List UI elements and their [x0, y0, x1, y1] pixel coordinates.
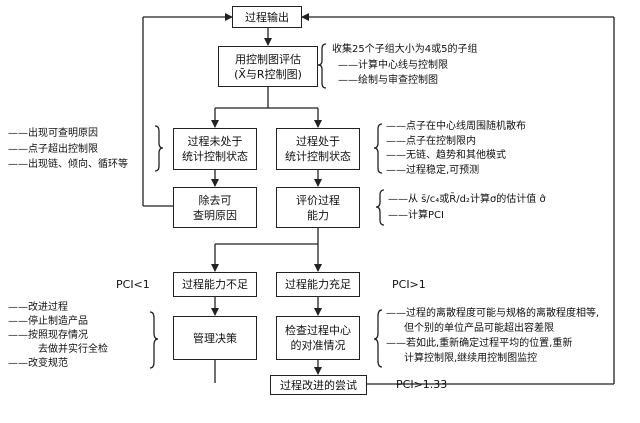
remove-causes-line1: 除去可	[198, 193, 232, 207]
management-note-3: ——按照现存情况	[8, 330, 88, 341]
insufficient-box: 过程能力不足	[173, 272, 257, 297]
not-in-control-line1: 过程未处于	[187, 135, 243, 148]
improvement-box: 过程改进的尝试	[270, 375, 367, 395]
capability-note-2: ——计算PCI	[388, 209, 444, 221]
not-in-control-note-3: ——出现链、倾向、循环等	[8, 159, 128, 170]
management-note-4: 去做并实行全检	[38, 344, 108, 355]
in-control-box: 过程处于 统计控制状态	[276, 128, 360, 170]
sufficient-label: 过程能力充足	[285, 278, 351, 291]
sufficient-box: 过程能力充足	[276, 272, 360, 297]
management-note-2: ——停止制造产品	[8, 316, 88, 327]
evaluate-capability-box: 评价过程 能力	[276, 187, 360, 228]
output-label: 过程输出	[245, 10, 289, 24]
in-control-notes: ——点子在中心线周围随机散布 ——点子在控制限内 ——无链、趋势和其他模式 ——…	[386, 120, 526, 178]
check-center-note-4: 计算控制限,继续用控制图监控	[404, 353, 538, 364]
evaluate-note-1: 收集25个子组大小为4或5的子组	[332, 44, 478, 55]
not-in-control-box: 过程未处于 统计控制状态	[173, 128, 257, 170]
evaluate-capability-line2: 能力	[307, 208, 329, 222]
pci-greater-than-1-33: PCI>1.33	[396, 378, 448, 391]
evaluate-note-2: ——计算中心线与控制限	[338, 59, 448, 71]
not-in-control-note-1: ——出现可查明原因	[8, 128, 98, 139]
not-in-control-note-2: ——点子超出控制限	[8, 143, 98, 155]
in-control-note-4: ——过程稳定,可预测	[386, 164, 480, 176]
check-center-note-2: 但个别的单位产品可能超出容差限	[404, 323, 554, 334]
output-box: 过程输出	[232, 6, 302, 28]
management-note-5: ——改变规范	[8, 358, 68, 369]
pci-less-than-1: PCI<1	[116, 278, 150, 291]
capability-note-1: ——从 s̄/c₄或R̄/d₂计算σ的估计值 σ̂	[388, 194, 546, 205]
improvement-label: 过程改进的尝试	[280, 378, 357, 392]
management-note-1: ——改进过程	[8, 302, 68, 313]
capability-notes: ——从 s̄/c₄或R̄/d₂计算σ的估计值 σ̂ ——计算PCI	[388, 192, 546, 223]
evaluate-capability-line1: 评价过程	[296, 193, 340, 207]
in-control-note-1: ——点子在中心线周围随机散布	[386, 121, 526, 132]
pci-greater-than-1: PCI>1	[392, 278, 426, 291]
management-label: 管理决策	[193, 331, 237, 345]
evaluate-box: 用控制图评估 (X̄与R控制图)	[218, 46, 318, 87]
in-control-note-3: ——无链、趋势和其他模式	[386, 150, 506, 161]
evaluate-label-line1: 用控制图评估	[235, 52, 301, 66]
not-in-control-notes: ——出现可查明原因 ——点子超出控制限 ——出现链、倾向、循环等	[8, 126, 128, 173]
management-notes: ——改进过程 ——停止制造产品 ——按照现存情况 去做并实行全检 ——改变规范	[8, 301, 108, 371]
remove-causes-line2: 查明原因	[193, 208, 237, 222]
management-box: 管理决策	[173, 316, 257, 360]
insufficient-label: 过程能力不足	[182, 278, 248, 291]
in-control-line2: 统计控制状态	[285, 150, 351, 163]
evaluate-label-line2: (X̄与R控制图)	[234, 67, 302, 81]
check-center-note-3: ——若如此,重新确定过程平均的位置,重新	[386, 338, 573, 349]
check-center-line2: 的对准情况	[290, 339, 346, 352]
check-center-note-1: ——过程的离散程度可能与规格的离散程度相等,	[386, 308, 600, 319]
evaluate-notes: 收集25个子组大小为4或5的子组 ——计算中心线与控制限 ——绘制与审查控制图	[332, 42, 477, 89]
evaluate-note-3: ——绘制与审查控制图	[338, 75, 438, 86]
check-center-box: 检查过程中心 的对准情况	[276, 316, 360, 360]
in-control-note-2: ——点子在控制限内	[386, 135, 476, 147]
not-in-control-line2: 统计控制状态	[182, 150, 248, 163]
remove-causes-box: 除去可 查明原因	[173, 187, 257, 228]
check-center-line1: 检查过程中心	[285, 324, 351, 337]
in-control-line1: 过程处于	[296, 135, 340, 148]
check-center-notes: ——过程的离散程度可能与规格的离散程度相等, 但个别的单位产品可能超出容差限 —…	[386, 306, 599, 366]
